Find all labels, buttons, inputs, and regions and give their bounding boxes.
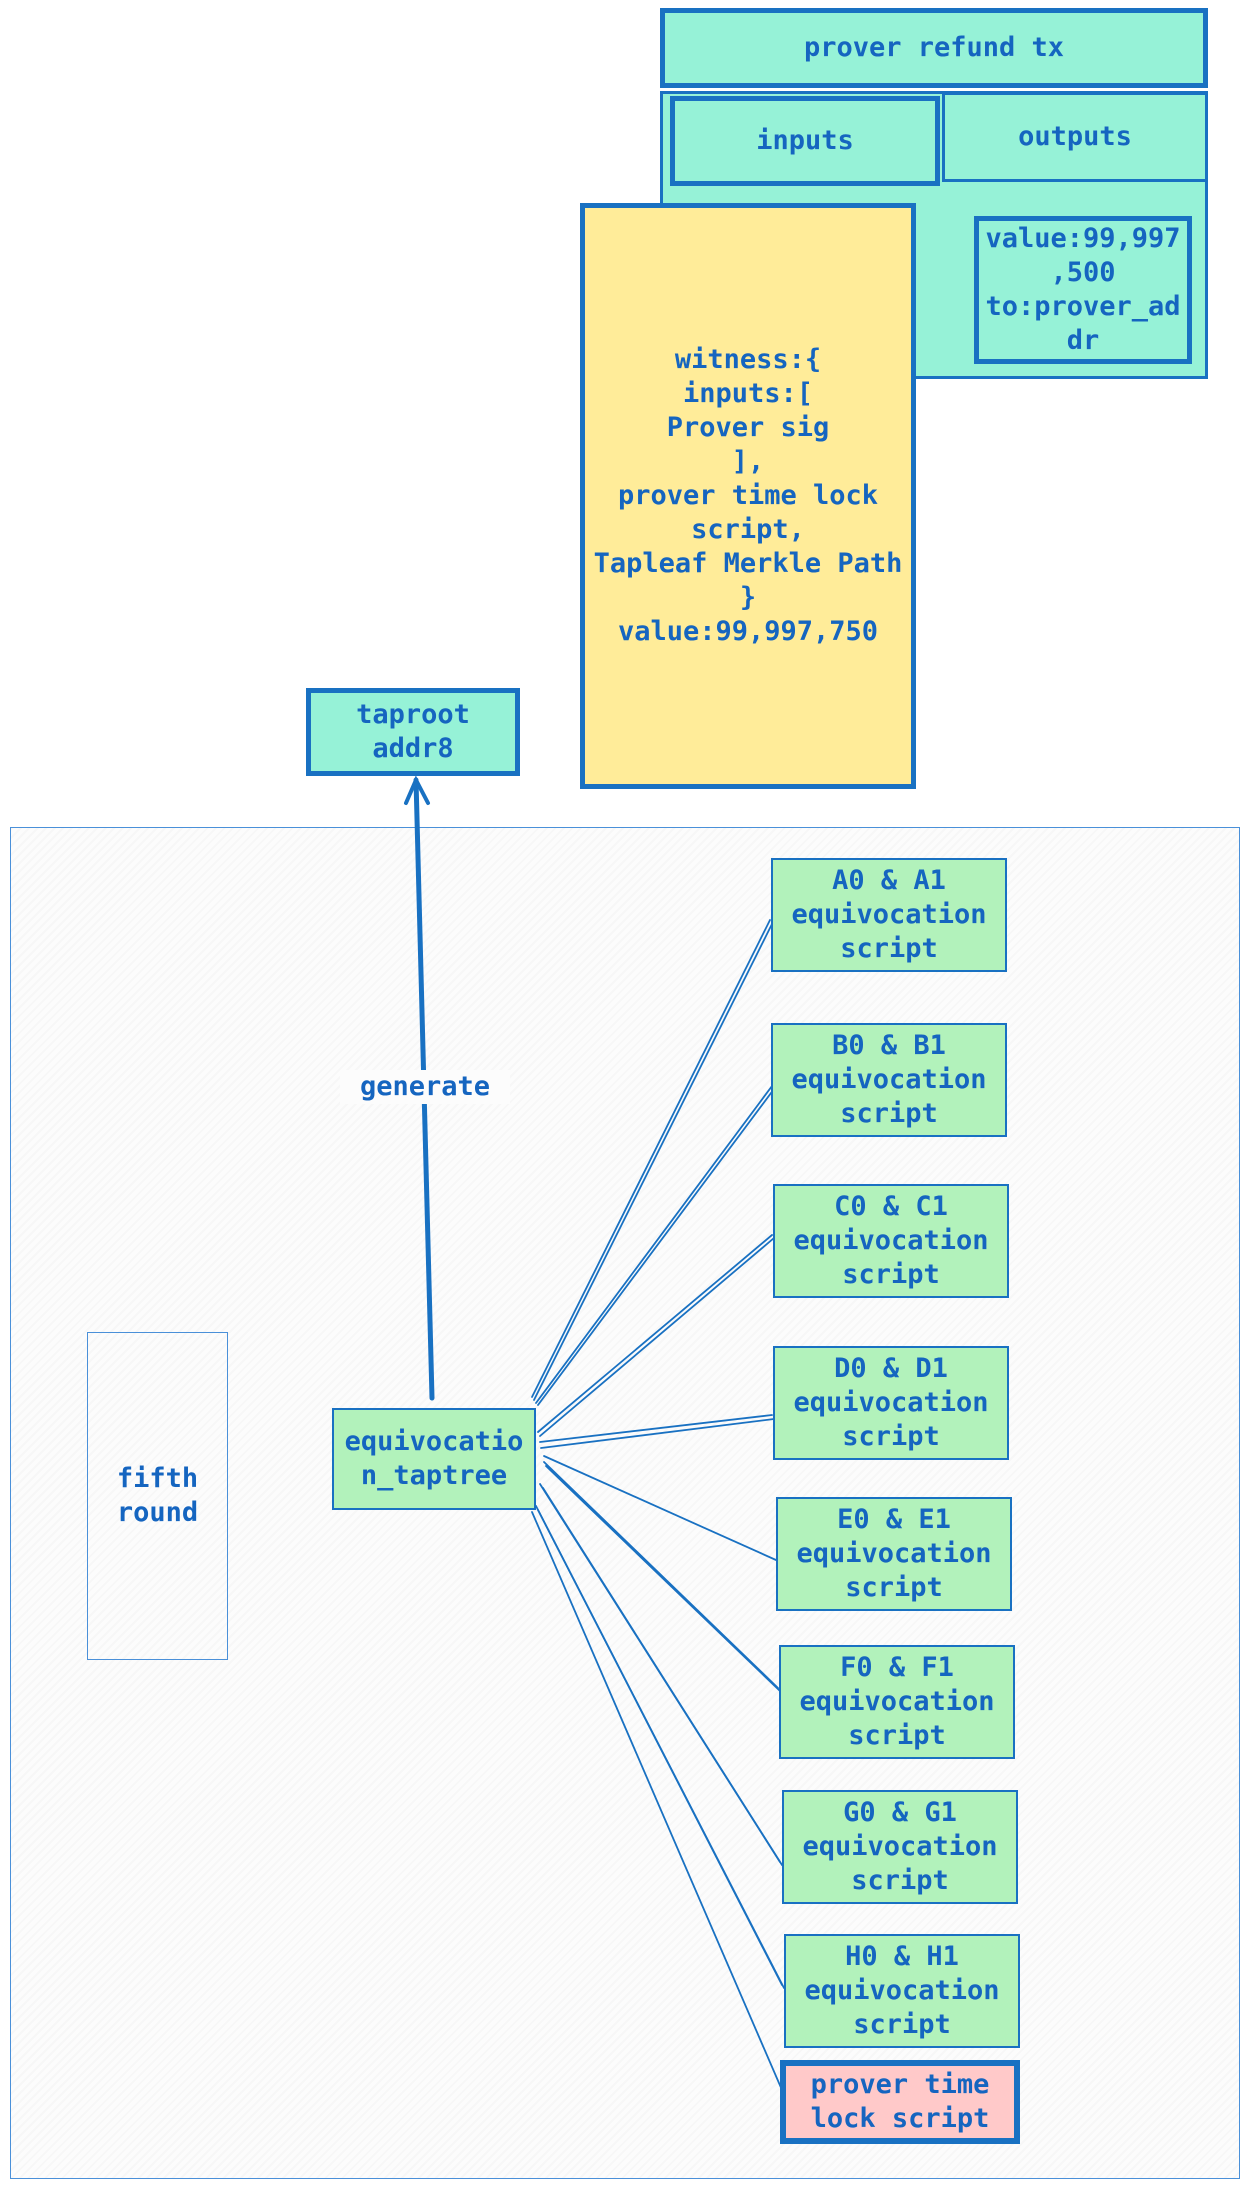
taptree-label: equivocatio n_taptree bbox=[344, 1426, 524, 1491]
timelock-script-label: prover time lock script bbox=[810, 2069, 990, 2134]
fifth-round-label: fifth round bbox=[116, 1463, 199, 1528]
tx-output-value: value:99,997 ,500 to:prover_ad dr bbox=[985, 223, 1181, 356]
script-label-f: F0 & F1 equivocation script bbox=[799, 1652, 995, 1751]
round-frame bbox=[10, 827, 1240, 2179]
script-label-d: D0 & D1 equivocation script bbox=[793, 1353, 989, 1452]
generate-label: generate bbox=[340, 1070, 510, 1104]
fifth-round-box: fifth round bbox=[87, 1332, 228, 1660]
tx-inputs-box: inputs bbox=[670, 96, 940, 186]
tx-output-value-box: value:99,997 ,500 to:prover_ad dr bbox=[974, 216, 1192, 364]
script-box-e: E0 & E1 equivocation script bbox=[776, 1497, 1012, 1611]
timelock-script-box: prover time lock script bbox=[780, 2060, 1020, 2144]
witness-box: witness:{ inputs:[ Prover sig ], prover … bbox=[580, 203, 916, 789]
tx-title-box: prover refund tx bbox=[660, 8, 1208, 88]
script-box-a: A0 & A1 equivocation script bbox=[771, 858, 1007, 972]
tx-title: prover refund tx bbox=[803, 32, 1065, 63]
script-box-h: H0 & H1 equivocation script bbox=[784, 1934, 1020, 2048]
script-label-a: A0 & A1 equivocation script bbox=[791, 865, 987, 964]
tx-inputs-label: inputs bbox=[756, 125, 854, 156]
script-label-h: H0 & H1 equivocation script bbox=[804, 1941, 1000, 2040]
script-box-f: F0 & F1 equivocation script bbox=[779, 1645, 1015, 1759]
taproot-addr-label: taproot addr8 bbox=[356, 699, 470, 764]
script-label-e: E0 & E1 equivocation script bbox=[796, 1504, 992, 1603]
tx-outputs-box: outputs bbox=[942, 92, 1208, 182]
taptree-box: equivocatio n_taptree bbox=[332, 1408, 536, 1510]
taptree-branches bbox=[531, 919, 785, 2091]
script-box-c: C0 & C1 equivocation script bbox=[773, 1184, 1009, 1298]
witness-text: witness:{ inputs:[ Prover sig ], prover … bbox=[593, 344, 903, 647]
script-box-d: D0 & D1 equivocation script bbox=[773, 1346, 1009, 1460]
script-label-g: G0 & G1 equivocation script bbox=[802, 1797, 998, 1896]
taproot-addr-box: taproot addr8 bbox=[306, 688, 520, 776]
script-label-c: C0 & C1 equivocation script bbox=[793, 1191, 989, 1290]
script-label-b: B0 & B1 equivocation script bbox=[791, 1030, 987, 1129]
script-box-g: G0 & G1 equivocation script bbox=[782, 1790, 1018, 1904]
tx-outputs-label: outputs bbox=[1018, 121, 1132, 152]
script-box-b: B0 & B1 equivocation script bbox=[771, 1023, 1007, 1137]
